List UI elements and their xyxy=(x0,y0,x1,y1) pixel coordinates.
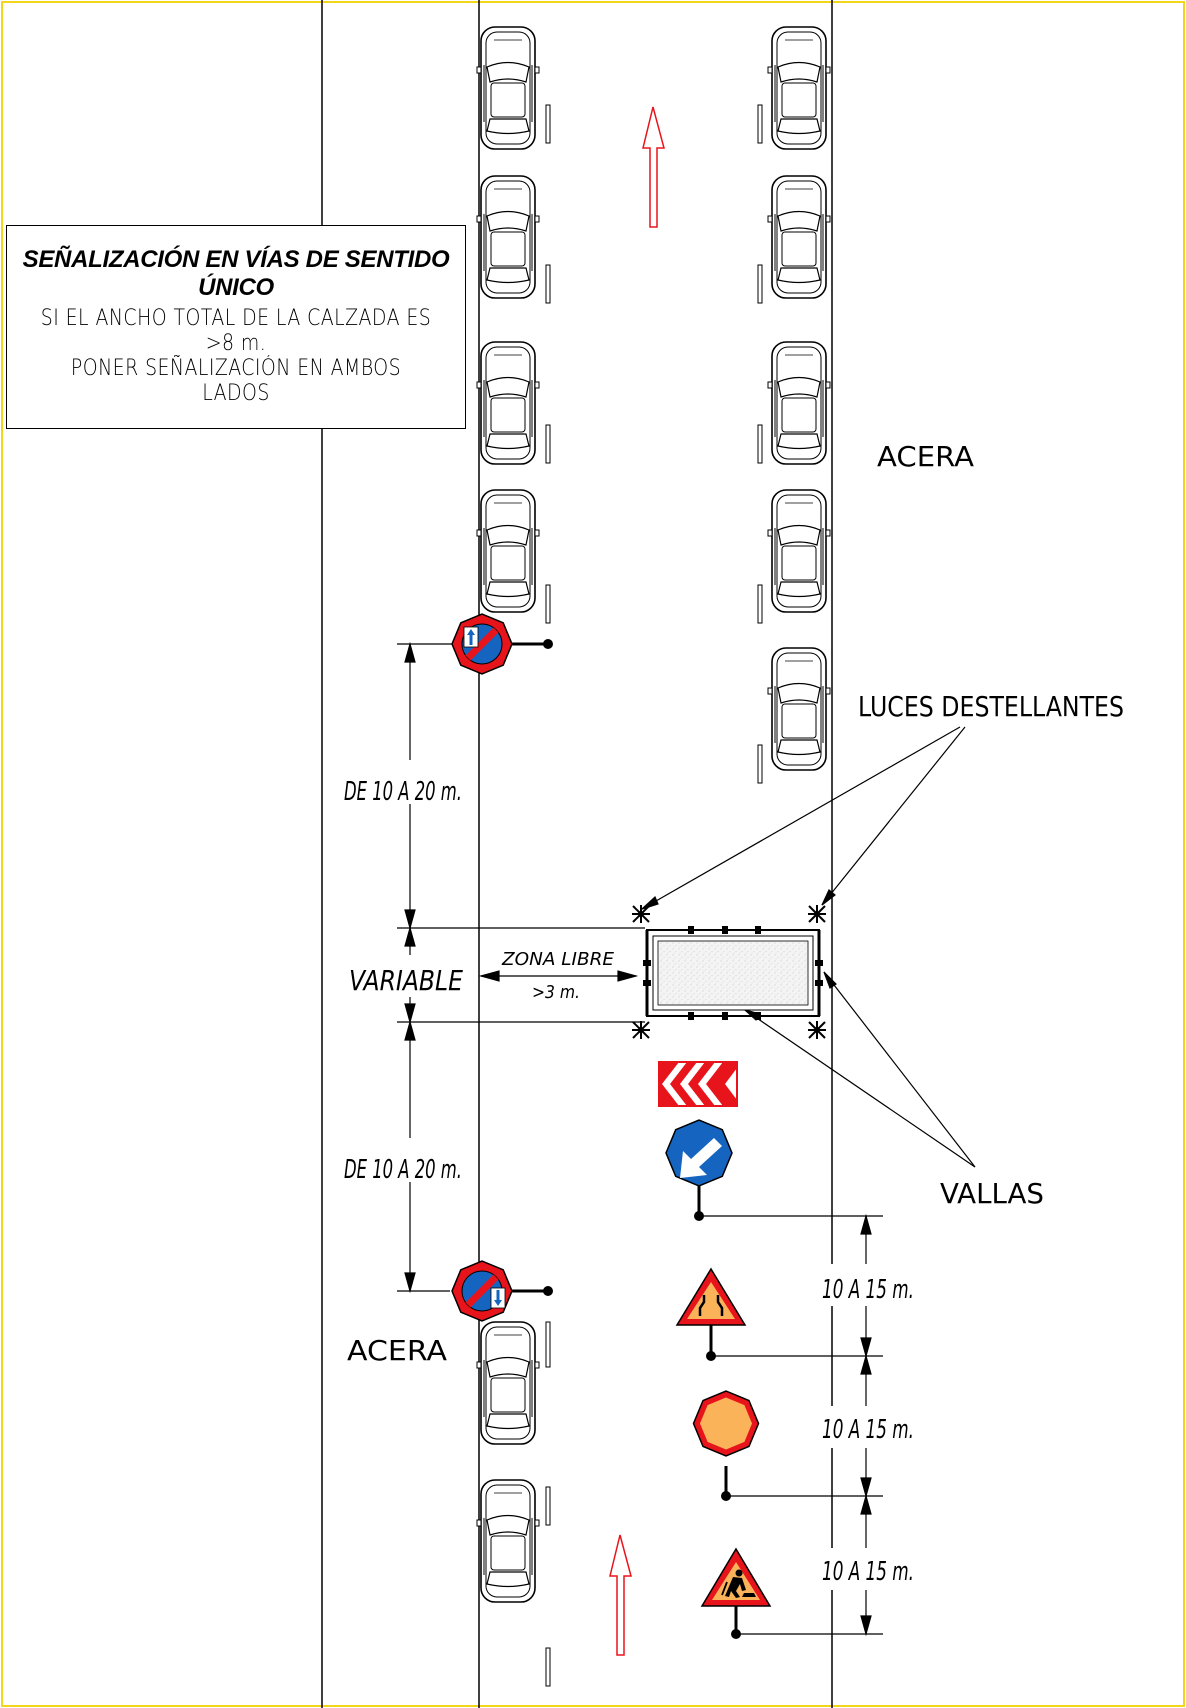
free-zone-value: >3 m. xyxy=(532,982,580,1003)
road-narrows-sign xyxy=(675,1267,747,1361)
parked-cars-left xyxy=(476,26,540,1603)
note-title: SEÑALIZACIÓN EN VÍAS DE SENTIDO ÚNICO xyxy=(22,246,450,301)
dim-label-bg xyxy=(345,955,465,997)
work-zone xyxy=(631,904,827,1040)
octagon-sign-icon xyxy=(700,1397,752,1450)
signage-note-box: SEÑALIZACIÓN EN VÍAS DE SENTIDO ÚNICO SI… xyxy=(6,225,466,429)
parking-marks-left xyxy=(545,104,551,1687)
dim-label-bg xyxy=(338,1138,468,1182)
spacing-label-1: 10 A 15 m. xyxy=(822,1275,914,1305)
no-parking-up-arrow-icon xyxy=(467,629,475,645)
car-icon xyxy=(476,1479,540,1603)
sidewalk-label-right: ACERA xyxy=(877,440,974,473)
variable-label: VARIABLE xyxy=(349,964,463,997)
no-parking-sign-upper xyxy=(451,613,553,675)
excavation-area xyxy=(657,940,809,1006)
barriers-label: VALLAS xyxy=(940,1177,1044,1210)
note-line-width-rule: SI EL ANCHO TOTAL DE LA CALZADA ES >8 m. xyxy=(40,306,432,356)
flashing-lights-label: LUCES DESTELLANTES xyxy=(858,690,1124,723)
car-icon xyxy=(476,341,540,465)
car-icon xyxy=(476,26,540,150)
roadworks-icon xyxy=(721,1569,756,1598)
sidewalk-label-left: ACERA xyxy=(347,1334,447,1367)
note-line-both-sides: PONER SEÑALIZACIÓN EN AMBOS LADOS xyxy=(70,356,402,406)
chevron-panel-icon xyxy=(659,1062,737,1106)
chevron-panel xyxy=(658,1061,738,1107)
traffic-direction-arrow-icon xyxy=(609,1534,632,1656)
car-icon xyxy=(767,26,831,150)
distance-label-upper: DE 10 A 20 m. xyxy=(344,777,462,807)
spacing-label-3: 10 A 15 m. xyxy=(822,1557,914,1587)
flashing-light-icon xyxy=(807,904,827,924)
flashing-light-icon xyxy=(631,1020,651,1040)
roadworks-sign xyxy=(700,1547,772,1639)
keep-left-sign xyxy=(665,1119,733,1221)
no-parking-down-arrow-icon xyxy=(494,1290,502,1306)
distance-label-lower: DE 10 A 20 m. xyxy=(344,1155,462,1185)
flashing-light-icon xyxy=(807,1020,827,1040)
car-icon xyxy=(476,489,540,613)
car-icon xyxy=(767,341,831,465)
octagon-sign xyxy=(692,1390,760,1501)
car-icon xyxy=(476,175,540,299)
free-zone-label: ZONA LIBRE xyxy=(501,949,615,970)
dim-label-bg xyxy=(816,1406,920,1448)
dim-label-bg xyxy=(816,1264,920,1306)
car-icon xyxy=(767,489,831,613)
car-icon xyxy=(767,647,831,771)
road-narrows-icon xyxy=(698,1295,724,1316)
keep-left-arrow-icon xyxy=(680,1138,722,1178)
dim-label-bg xyxy=(338,760,468,804)
spacing-dimensions xyxy=(699,1213,883,1637)
no-parking-sign-lower xyxy=(451,1260,553,1322)
dim-label-bg xyxy=(816,1548,920,1590)
spacing-label-2: 10 A 15 m. xyxy=(822,1415,914,1445)
parked-cars-right xyxy=(767,26,831,771)
parking-marks-right xyxy=(757,104,763,784)
car-icon xyxy=(767,175,831,299)
flashing-light-icon xyxy=(631,904,651,924)
traffic-direction-arrow-icon xyxy=(642,106,665,228)
car-icon xyxy=(476,1321,540,1445)
